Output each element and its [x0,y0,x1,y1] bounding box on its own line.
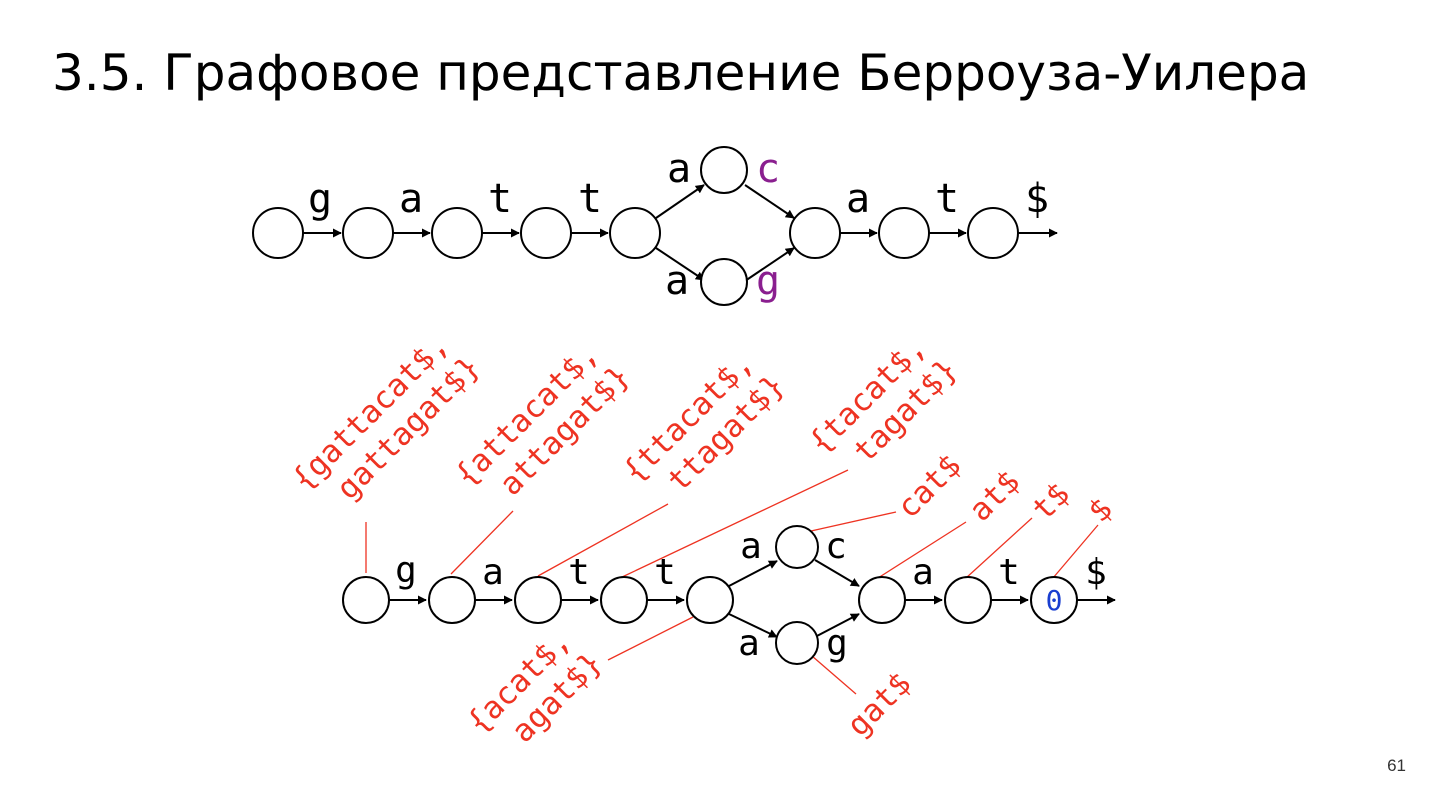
annotation-node5: {acat$, agat$} [460,610,618,768]
bottom-label-g: g [395,550,417,591]
bottom-node [342,576,390,624]
top-graph-nodes [252,146,1019,306]
top-node [520,207,572,259]
bottom-node [944,576,992,624]
top-node-branch-upper [700,146,748,194]
bottom-edge-branch-upper-out [814,559,860,587]
bottom-label-t1: t [568,552,590,593]
bottom-node [600,576,648,624]
bottom-label-a: a [482,552,504,593]
annotation-dollar: $ [1081,491,1120,530]
leader-line [619,469,849,579]
leader-line [607,616,694,661]
top-node [967,207,1019,259]
bottom-edge-branch-lower-in [728,613,778,638]
top-label-a: a [399,176,423,222]
annotation-leader-lines [365,469,1099,695]
bottom-graph-labels: g a t t a c a g a t $ 0 [395,526,1107,664]
bottom-label-dollar: $ [1085,552,1107,593]
bottom-graph-nodes [342,525,1078,665]
suffix-annotations: {gattacat$, gattagat$} {attacat$, attaga… [285,314,1120,768]
top-label-g: g [308,176,332,222]
leader-line [965,517,1033,579]
leader-line [811,655,857,695]
top-graph-labels: g a t t a c a g a t $ [308,146,1049,304]
top-graph-edges [303,184,1058,282]
top-node [342,207,394,259]
bottom-node-end [1030,576,1078,624]
top-graph: g a t t a c a g a t $ [252,146,1058,306]
bottom-label-branch-lower-edge: a [738,623,760,664]
leader-line [450,510,514,575]
bottom-label-branch-lower-node: g [826,623,848,664]
leader-line [537,503,669,577]
top-label-t2: t [578,176,602,222]
annotation-node2: {attacat$, attagat$} [448,323,646,521]
bottom-node [428,576,476,624]
bottom-label-a2: a [912,552,934,593]
top-node [789,207,841,259]
top-label-t3: t [935,176,959,222]
bottom-edge-branch-lower-out [814,613,860,638]
bottom-node [686,576,734,624]
bottom-node [858,576,906,624]
top-node [431,207,483,259]
leader-line [810,511,897,532]
top-edge-branch-lower-in [655,247,705,281]
top-label-t1: t [488,176,512,222]
top-node [878,207,930,259]
top-label-branch-upper-edge: a [667,146,691,192]
top-node-branch-lower [700,258,748,306]
bottom-node-branch-upper [775,525,819,569]
bottom-label-t2: t [654,552,676,593]
top-label-branch-upper-node: c [756,146,780,192]
bottom-label-t3: t [998,552,1020,593]
top-edge-branch-upper-in [655,184,705,219]
page-number: 61 [1387,756,1406,775]
top-edge-branch-upper-out [744,184,795,219]
bottom-node-branch-lower [775,621,819,665]
top-label-branch-lower-edge: a [665,258,689,304]
top-edge-branch-lower-out [744,247,795,282]
leader-line [1052,524,1099,579]
top-node [609,207,661,259]
top-label-branch-lower-node: g [756,258,780,304]
bottom-graph-edges [389,559,1116,638]
annotation-at: at$ [962,464,1027,529]
annotation-t: t$ [1025,476,1077,528]
leader-line [877,521,967,579]
bottom-label-branch-upper-edge: a [740,526,762,567]
annotation-node3: {ttacat$, ttagat$} [616,332,800,516]
top-label-dollar: $ [1025,176,1049,222]
bottom-edge-branch-upper-in [728,560,778,587]
bottom-node [514,576,562,624]
top-node [252,207,304,259]
annotation-gat: gat$ [840,665,918,743]
top-label-a2: a [846,176,870,222]
annotation-node1: {gattacat$, gattagat$} [285,314,496,525]
end-node-index: 0 [1046,584,1063,617]
bottom-graph: g a t t a c a g a t $ 0 {gattacat$, gatt… [285,314,1120,768]
bottom-label-branch-upper-node: c [825,526,847,567]
slide-title: 3.5. Графовое представление Берроуза-Уил… [52,44,1310,102]
annotation-cat: cat$ [890,447,968,525]
